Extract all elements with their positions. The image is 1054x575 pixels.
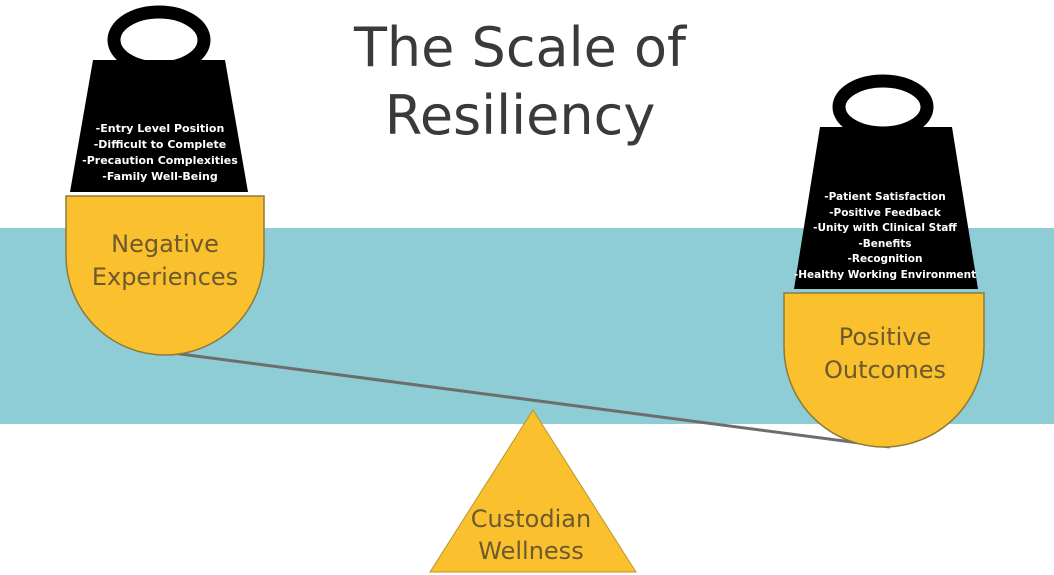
right-weight-item: -Patient Satisfaction xyxy=(824,191,946,203)
left-weight-item: -Precaution Complexities xyxy=(82,154,238,167)
right-weight-item: -Healthy Working Environment xyxy=(793,268,977,281)
left-pan-label-line-2: Experiences xyxy=(91,263,239,291)
left-weight-icon xyxy=(70,5,248,192)
title-line-2: Resiliency xyxy=(384,84,656,147)
left-pan-label-line-1: Negative xyxy=(111,230,219,258)
right-weight-item: -Positive Feedback xyxy=(829,206,941,219)
title-line-1: The Scale of xyxy=(353,16,687,79)
right-weight-icon xyxy=(794,74,978,289)
right-weight-list: -Patient Satisfaction -Positive Feedback… xyxy=(790,190,980,283)
fulcrum-label-line-1: Custodian xyxy=(470,505,592,533)
left-weight-list: -Entry Level Position -Difficult to Comp… xyxy=(70,121,250,185)
left-pan-label: Negative Experiences xyxy=(70,228,260,294)
right-pan-label: Positive Outcomes xyxy=(785,321,985,387)
right-weight-item: -Recognition xyxy=(847,253,923,265)
page-title: The Scale of Resiliency xyxy=(300,14,740,150)
right-weight-item: -Benefits xyxy=(858,237,912,250)
fulcrum-triangle xyxy=(429,409,637,573)
left-weight-item: -Family Well-Being xyxy=(102,170,218,183)
right-pan-label-line-2: Outcomes xyxy=(823,356,947,384)
left-weight-item: -Entry Level Position xyxy=(95,122,225,135)
scale-beam xyxy=(164,350,891,449)
right-pan-label-line-1: Positive xyxy=(838,323,932,351)
right-weight-item: -Unity with Clinical Staff xyxy=(813,222,957,234)
right-pan xyxy=(783,292,985,448)
fulcrum-label: Custodian Wellness xyxy=(446,503,616,567)
left-weight-item: -Difficult to Complete xyxy=(93,138,227,151)
left-pan xyxy=(65,195,265,356)
fulcrum-label-line-2: Wellness xyxy=(478,537,584,565)
